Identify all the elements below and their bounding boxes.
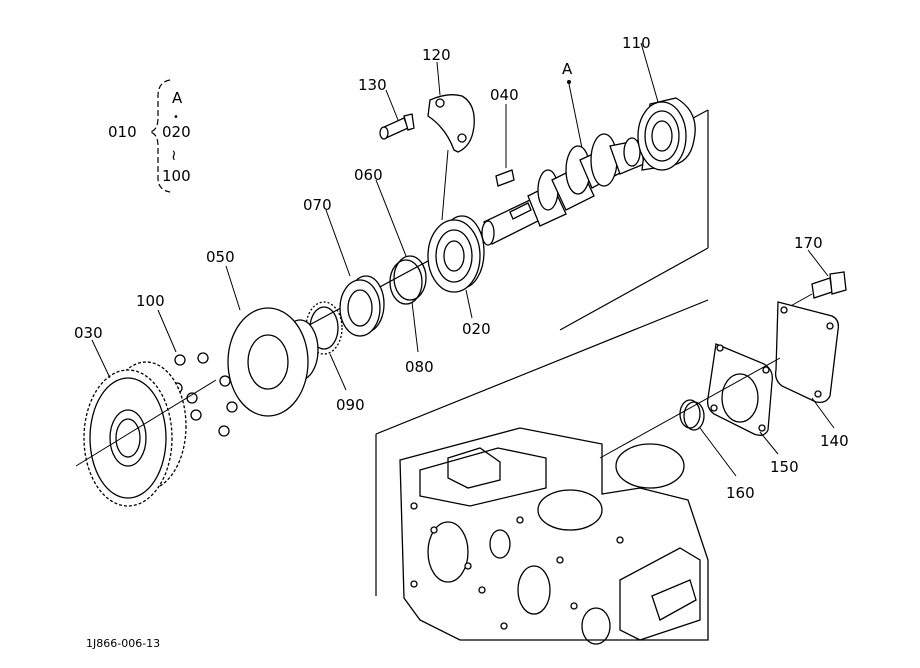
- callout-120: 120: [422, 46, 451, 64]
- snap-ring-060: 060: [354, 166, 427, 305]
- idle-gear-030: 030: [74, 324, 217, 507]
- callout-090: 080: [405, 358, 434, 376]
- callout-110: 110: [622, 34, 651, 52]
- callout-140: 140: [820, 432, 849, 450]
- callout-130: 130: [358, 76, 387, 94]
- callout-150: 150: [770, 458, 799, 476]
- callout-050: 050: [206, 248, 235, 266]
- callout-170: 170: [794, 234, 823, 252]
- callout-040: 040: [490, 86, 519, 104]
- callout-100: 100: [136, 292, 165, 310]
- gasket-150: 150: [706, 343, 799, 476]
- crankcase: [399, 427, 709, 645]
- crankcase-frame: [375, 299, 709, 596]
- sleeve-070: 070: [303, 196, 385, 337]
- hub-050: 050: [206, 248, 319, 417]
- callout-060: 060: [354, 166, 383, 184]
- bolt-130: 130: [358, 76, 415, 140]
- retainer-plate-120: 120: [422, 46, 475, 153]
- callout-070: 070: [303, 196, 332, 214]
- callout-030: 030: [74, 324, 103, 342]
- balls-100: 100: [136, 292, 238, 437]
- cover-axis-line: [599, 357, 781, 459]
- ring-090: 080: [405, 301, 434, 376]
- svg-text:A: A: [562, 60, 573, 78]
- bracket-range-start: 020: [162, 123, 191, 141]
- key-040: 040: [490, 86, 519, 187]
- bracket-range-end: 100: [162, 167, 191, 185]
- bracket-range-symbol: ≀: [171, 146, 177, 164]
- bolt-170: 170: [779, 234, 847, 313]
- drawing-code: 1J866-006-13: [86, 637, 160, 650]
- cover-140: 140: [774, 301, 849, 450]
- bracket-group: 010 A • 020 ≀ 100: [108, 79, 191, 193]
- bracket-ref-letter: A: [172, 89, 183, 107]
- idler-shaft: [481, 133, 645, 246]
- bracket-dot: •: [173, 112, 179, 123]
- callout-020: 020: [462, 320, 491, 338]
- callout-160: 160: [726, 484, 755, 502]
- ref-mark-a: A: [562, 60, 583, 149]
- bearing-110: 110: [622, 34, 696, 171]
- callout-080: 090: [336, 396, 365, 414]
- ball-bearing-020: 020: [427, 149, 491, 338]
- group-label-010: 010: [108, 123, 137, 141]
